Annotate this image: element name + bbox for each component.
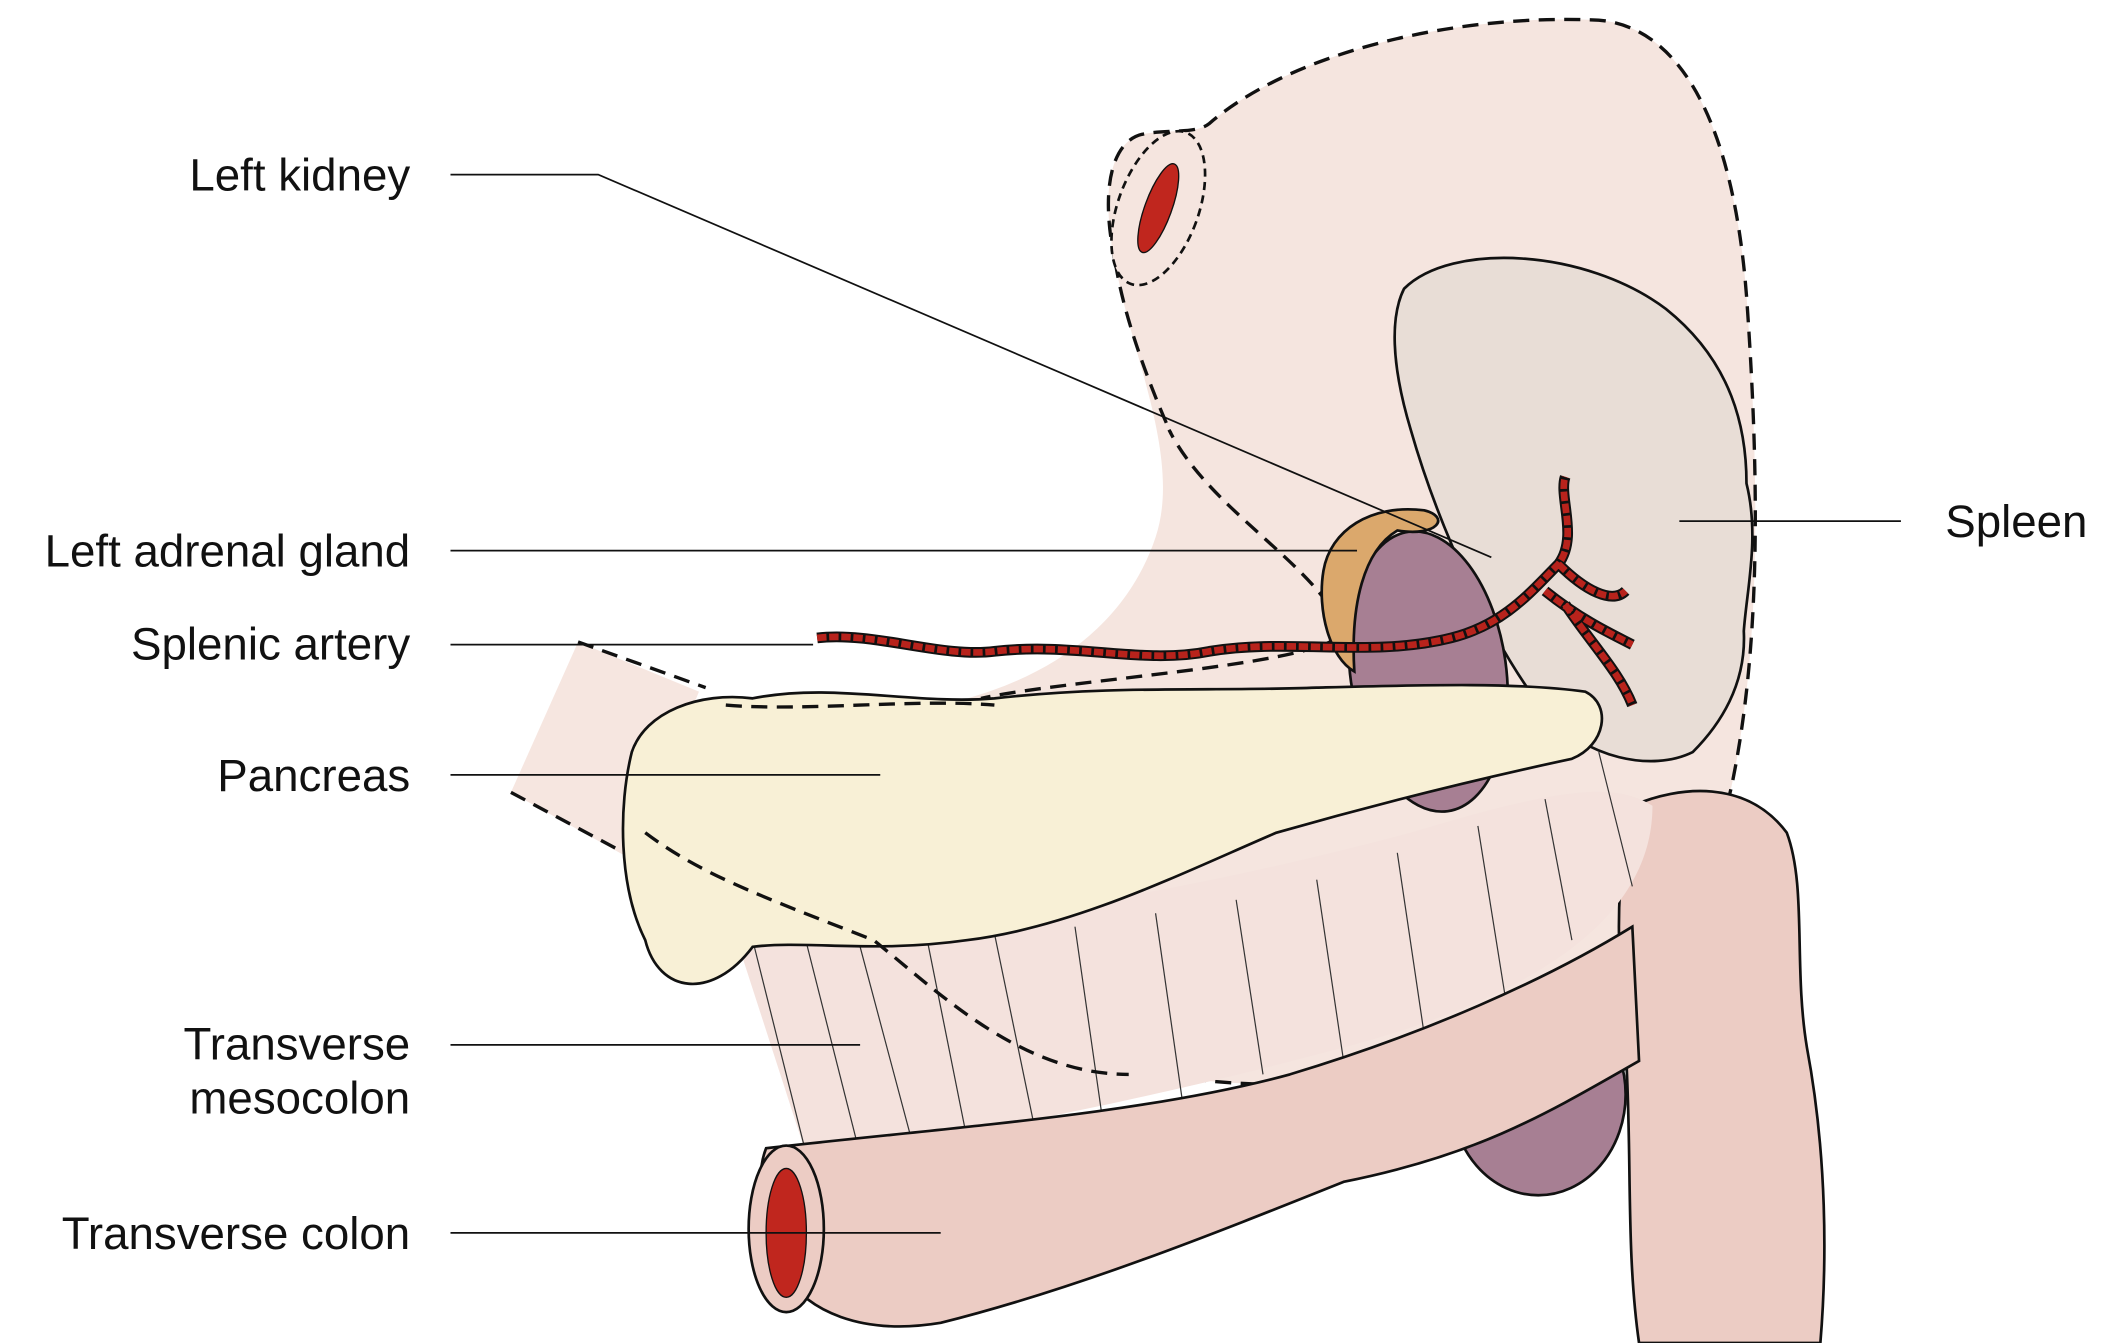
label-left-kidney: Left kidney: [189, 150, 410, 201]
mesocolon-fibers: [752, 751, 1633, 1156]
label-pancreas: Pancreas: [217, 750, 410, 801]
spleen: [1393, 256, 1754, 763]
label-spleen: Spleen: [1945, 496, 2087, 547]
label-left-adrenal-gland: Left adrenal gland: [45, 526, 411, 577]
label-transverse-colon: Transverse colon: [62, 1208, 411, 1259]
label-transverse-mesocolon-line2: mesocolon: [189, 1072, 410, 1123]
label-splenic-artery: Splenic artery: [131, 618, 410, 669]
pancreas-peritoneal-line: [644, 701, 1129, 1077]
label-transverse-mesocolon-line1: Transverse: [184, 1019, 411, 1070]
splenic-artery-lumen: [816, 475, 1636, 707]
renal-vessel: [1137, 163, 1180, 254]
transverse-mesocolon: [732, 791, 1653, 1155]
descending-colon: [1617, 789, 1826, 1343]
transverse-colon: [759, 924, 1641, 1328]
leader-left-kidney: [450, 173, 1492, 559]
pancreas: [621, 683, 1604, 986]
left-peritoneal-boundary: [510, 640, 707, 859]
